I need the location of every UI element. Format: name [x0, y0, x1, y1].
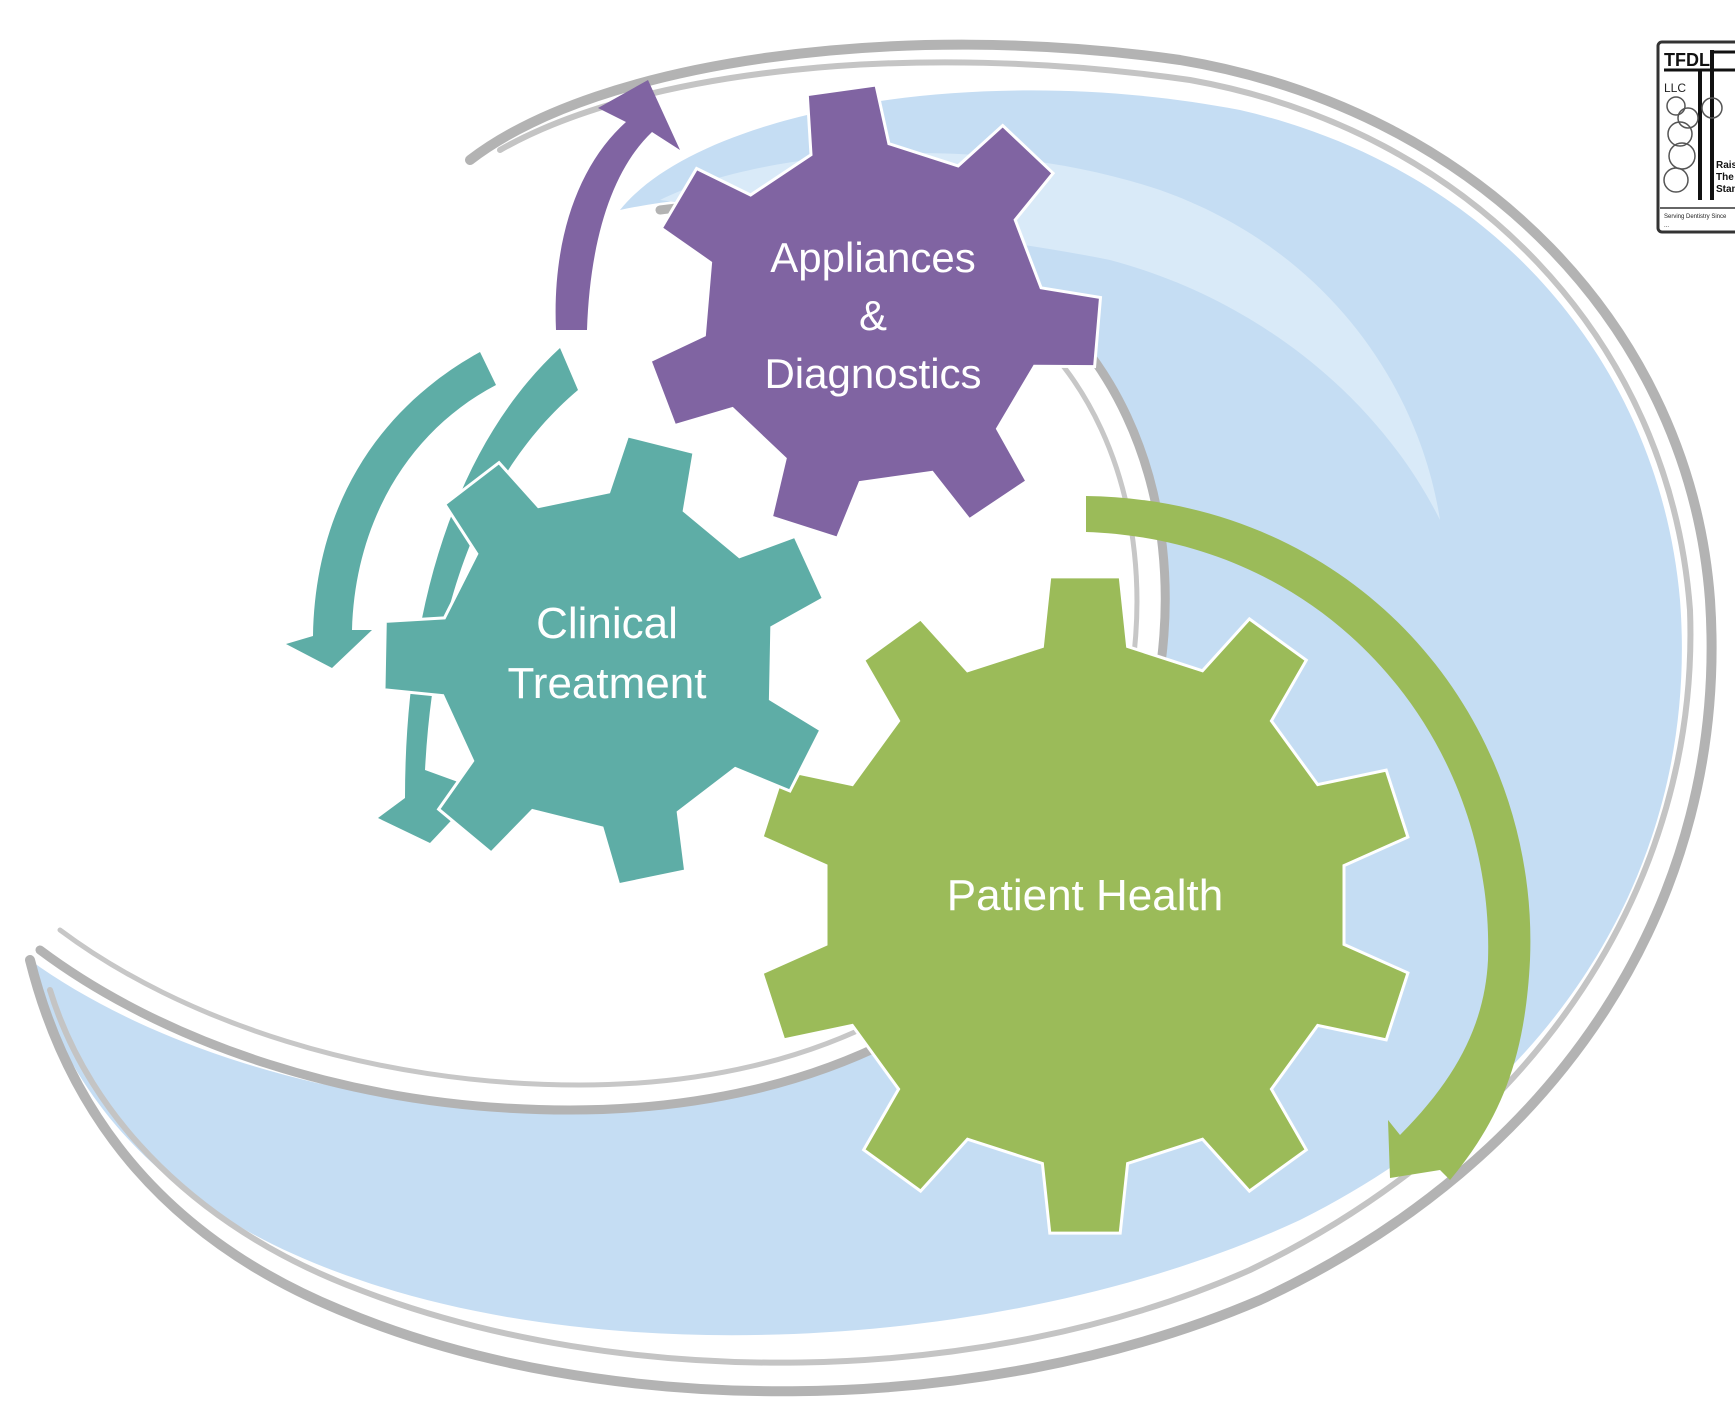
clinical-gear [382, 434, 826, 887]
teal-arrow-outer [286, 352, 496, 668]
swirl-inner-highlight [660, 152, 1440, 520]
appliances-gear [648, 83, 1103, 541]
logo-tagline-1: Raisin [1716, 160, 1735, 171]
logo-footer-1: Serving Dentistry Since [1664, 214, 1727, 220]
company-logo: TFDL LLC Raisin The Stand Serving Dentis… [1656, 40, 1735, 234]
cycle-arrows [286, 80, 1531, 1180]
green-arrow [1086, 496, 1531, 1180]
teal-arrow-inner [378, 348, 578, 843]
patient-gear [760, 575, 1410, 1235]
appliances-label-line-2: & [859, 292, 887, 339]
clinical-label-line-2: Treatment [508, 659, 707, 708]
appliances-label-line-1: Appliances [770, 234, 975, 281]
logo-tagline-3: Stand [1716, 184, 1735, 195]
swirl-stroke-outer-2 [47, 59, 1694, 1366]
logo-brand: TFDL [1664, 50, 1710, 70]
gear-labels: Appliances & Diagnostics Clinical Treatm… [508, 234, 1224, 920]
logo-footer-2: ... [1664, 223, 1669, 229]
patient-label-line-1: Patient Health [947, 871, 1223, 920]
logo-tagline-2: The [1716, 172, 1734, 183]
logo-suffix: LLC [1664, 81, 1686, 95]
purple-arrow [555, 80, 680, 330]
gears-layer [382, 83, 1410, 1235]
appliances-label-line-3: Diagnostics [764, 350, 981, 397]
clinical-label-line-1: Clinical [536, 599, 678, 648]
swirl-stroke-outer [25, 39, 1717, 1397]
